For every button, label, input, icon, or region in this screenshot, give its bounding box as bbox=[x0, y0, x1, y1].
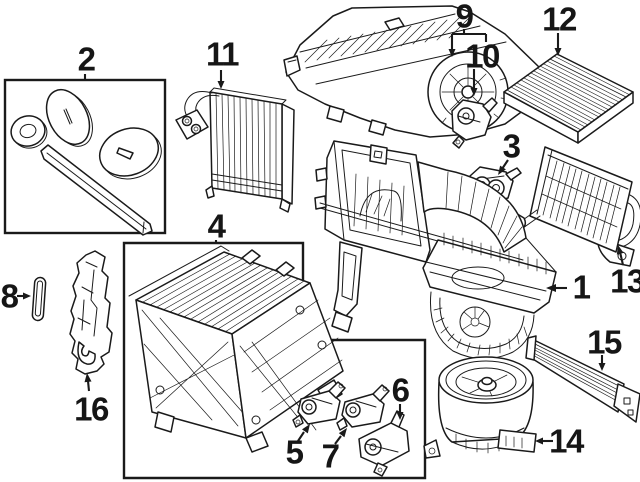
leader-11 bbox=[217, 70, 225, 89]
leader-15 bbox=[598, 355, 606, 371]
callout-6: 6 bbox=[391, 371, 410, 409]
case-half-illustration bbox=[128, 245, 344, 453]
auxiliary-heater-illustration bbox=[525, 335, 640, 423]
callout-3: 3 bbox=[502, 127, 521, 165]
callout-2: 2 bbox=[77, 40, 96, 78]
callout-5: 5 bbox=[285, 433, 304, 471]
leader-12 bbox=[554, 33, 562, 56]
callout-4: 4 bbox=[207, 207, 226, 245]
actuator-10-illustration bbox=[451, 97, 498, 149]
group-box-4 bbox=[122, 241, 427, 480]
callout-9: 9 bbox=[455, 0, 474, 35]
callout-13: 13 bbox=[610, 262, 640, 300]
leader-1 bbox=[546, 284, 567, 292]
callout-12: 12 bbox=[542, 0, 577, 38]
leader-10 bbox=[470, 69, 478, 96]
seal-strip-illustration bbox=[31, 276, 47, 322]
callout-16: 16 bbox=[74, 390, 109, 428]
leader-5 bbox=[297, 424, 310, 442]
leader-arrows bbox=[17, 29, 625, 445]
callout-7: 7 bbox=[321, 437, 340, 475]
leader-8 bbox=[17, 292, 31, 300]
callout-8: 8 bbox=[0, 277, 19, 315]
callout-1: 1 bbox=[572, 268, 591, 306]
evaporator-core-illustration bbox=[175, 87, 295, 213]
callout-10: 10 bbox=[465, 37, 500, 75]
callout-15: 15 bbox=[587, 323, 622, 361]
leader-7 bbox=[334, 428, 347, 445]
leader-9 bbox=[448, 29, 488, 57]
callout-11: 11 bbox=[206, 35, 239, 73]
blower-motor-illustration bbox=[423, 356, 537, 459]
upper-case-assembly-illustration bbox=[283, 5, 547, 138]
cabin-air-filter-illustration bbox=[503, 53, 634, 144]
leader-16 bbox=[84, 373, 92, 392]
leader-3 bbox=[498, 159, 509, 175]
leader-13 bbox=[616, 245, 625, 266]
leader-6 bbox=[396, 404, 404, 420]
seal-kit-illustration bbox=[10, 89, 162, 236]
actuator-5-illustration bbox=[292, 381, 346, 428]
main-hvac-case-illustration bbox=[314, 140, 557, 360]
callout-14: 14 bbox=[549, 422, 584, 460]
side-bracket-illustration bbox=[69, 250, 113, 375]
actuator-7-illustration bbox=[336, 384, 390, 431]
leader-14 bbox=[535, 437, 553, 445]
